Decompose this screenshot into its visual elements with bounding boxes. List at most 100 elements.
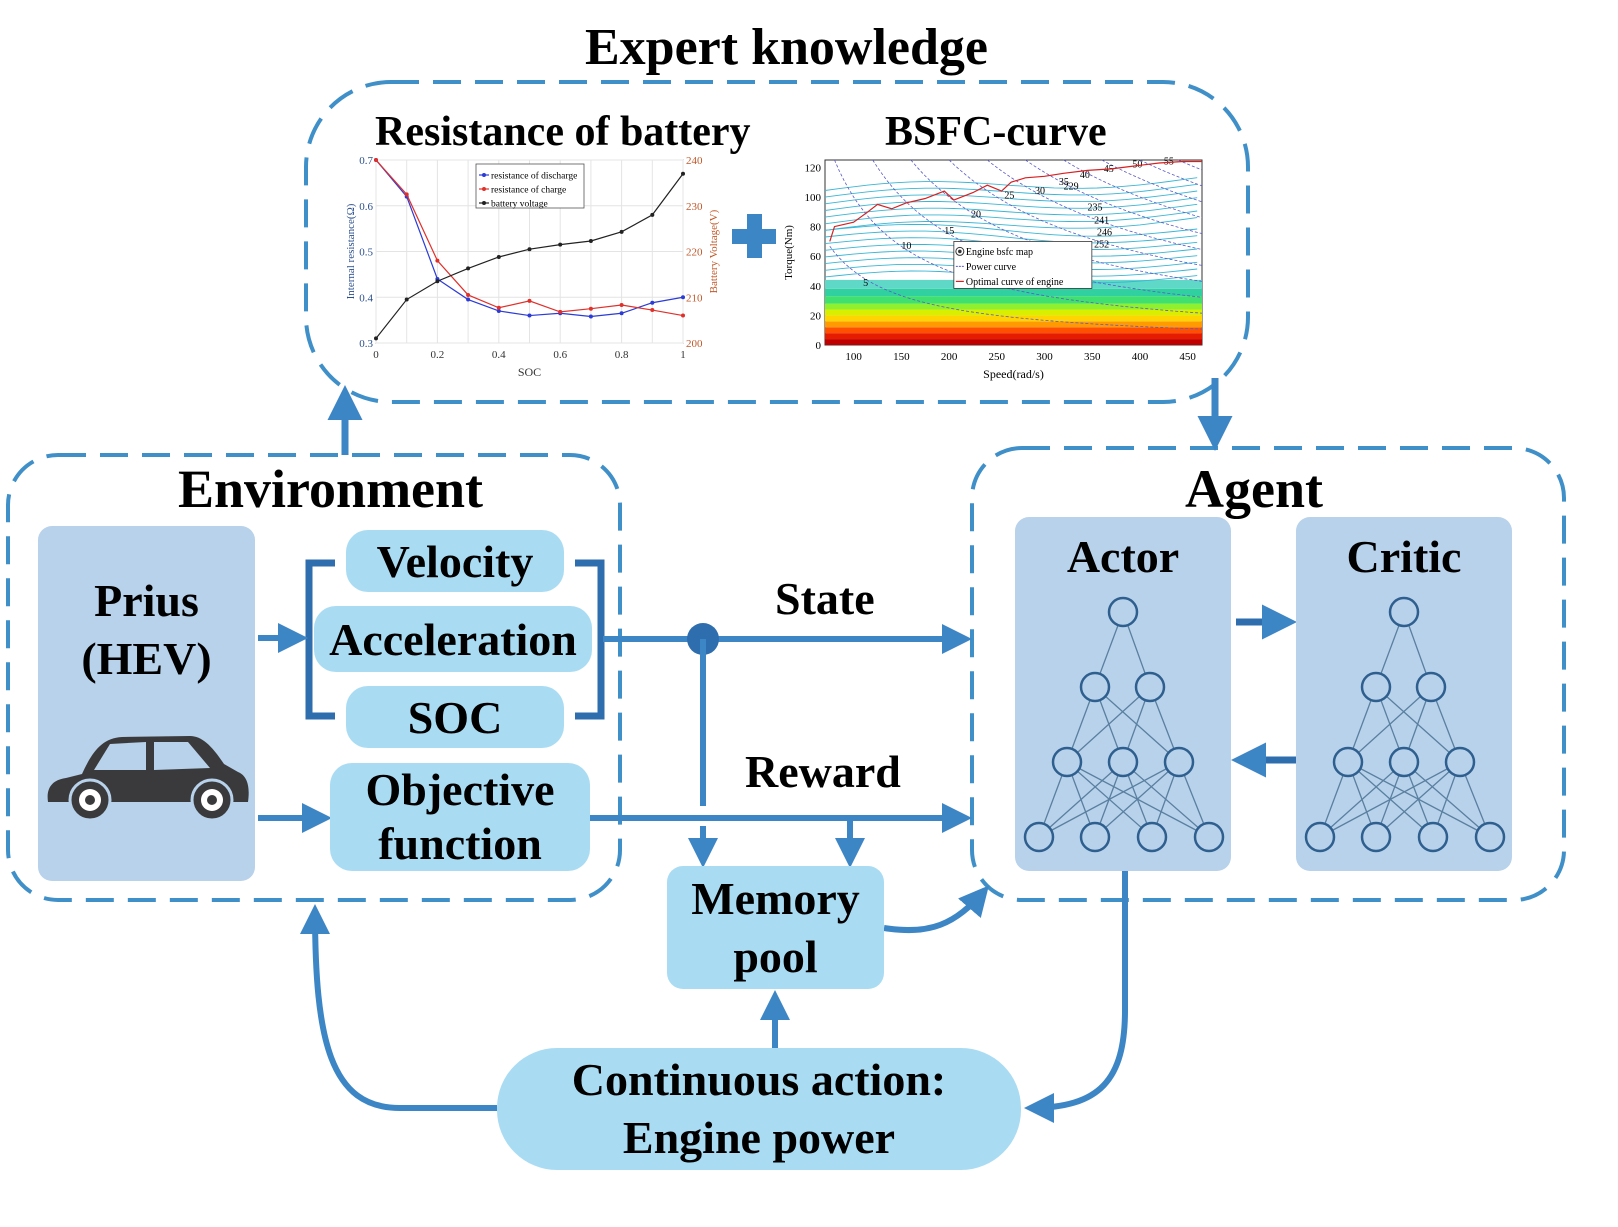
data-point [527,247,532,252]
power-curve-label: 25 [1004,190,1014,201]
data-point [588,314,593,319]
objective-function-box: Objective function [330,763,590,871]
power-curve-label: 15 [944,226,954,237]
data-point [650,300,655,305]
optimal-curve-line [829,160,1202,242]
legend-label: Engine bsfc map [966,247,1033,258]
y-tick-label: 0 [816,340,822,352]
y2-tick-label: 200 [686,338,703,350]
y-tick-label: 80 [810,222,822,234]
power-curve-label: 5 [863,278,868,289]
y-tick-label: 0.5 [359,247,373,259]
x-tick-label: 0.4 [492,349,506,361]
continuous-action-box: Continuous action: Engine power [497,1048,1021,1170]
actor-label: Actor [1066,531,1180,582]
y2-tick-label: 240 [686,155,703,167]
y-tick-label: 0.6 [359,201,373,213]
legend-label: battery voltage [491,200,548,210]
data-point [374,158,378,162]
y-tick-label: 0.7 [359,155,373,167]
power-curve-label: 40 [1080,170,1090,181]
y-tick-label: 0.3 [359,338,373,350]
agent-container [970,446,1566,902]
data-point [496,305,501,310]
data-point [404,192,409,197]
prius-label-line1: Prius [94,575,199,626]
state-label: State [775,573,875,624]
prius-label: Prius (HEV) [38,572,255,688]
data-point [496,254,501,259]
network-edge [1347,686,1432,763]
expert-knowledge-title: Expert knowledge [585,19,988,76]
objective-label-line1: Objective [365,764,555,815]
network-node [1079,821,1111,853]
network-node [1388,746,1420,778]
data-point [466,292,471,297]
y-tick-label: 60 [810,251,822,263]
x-tick-label: 300 [1036,351,1053,363]
y2-tick-label: 220 [686,247,703,259]
network-node [1107,746,1139,778]
acceleration-label: Acceleration [329,613,577,665]
power-curve-label: 30 [1035,186,1045,197]
data-point [650,212,655,217]
x-axis-label: Speed(rad/s) [983,367,1044,381]
bsfc-heat-band [825,288,1202,297]
network-node [1079,671,1111,703]
network-edge [1319,761,1461,838]
legend-label: Optimal curve of engine [966,277,1064,288]
bsfc-contour [824,230,1198,244]
action-label-line1: Continuous action: [571,1054,947,1105]
network-node [1360,821,1392,853]
y-axis-label: Torque(Nm) [783,225,795,280]
data-point [527,298,532,303]
data-point [558,242,563,247]
data-point [466,297,471,302]
x-tick-label: 350 [1084,351,1101,363]
state-bracket-left [305,559,335,720]
bsfc-heat-band [825,339,1202,345]
data-point [681,313,685,318]
y-tick-label: 0.4 [359,292,373,304]
bsfc-contour [824,203,1198,218]
network-node [1360,671,1392,703]
power-curve [910,159,1203,282]
y2-tick-label: 210 [686,292,703,304]
data-point [435,279,440,284]
data-point [466,266,471,271]
x-tick-label: 0 [373,349,379,361]
prius-panel [38,526,255,881]
x-tick-label: 0.8 [615,349,629,361]
network-node [1193,821,1225,853]
data-point [650,308,655,313]
data-point [374,336,378,341]
legend-marker [482,173,486,177]
legend-box [475,163,585,209]
reward-label: Reward [745,746,901,797]
data-point [619,311,624,316]
y2-tick-label: 230 [686,201,703,213]
car-icon [47,736,249,822]
action-to-environment-arrow [300,904,497,1111]
bsfc-contour [824,217,1198,231]
data-point [435,258,440,263]
y-axis-label: Internal resistance(Ω) [345,203,357,299]
data-point [496,308,501,313]
network-node [1474,821,1506,853]
agent-title: Agent [1185,459,1323,519]
x-tick-label: 250 [989,351,1006,363]
critic-network-icon [1304,596,1506,853]
power-curve-label: 50 [1132,159,1142,170]
network-node [1051,746,1083,778]
data-point [588,238,593,243]
data-point [681,295,685,300]
network-node [1415,671,1447,703]
plus-icon [732,214,776,258]
x-tick-label: 0.6 [553,349,567,361]
power-curve [1177,159,1203,171]
network-edge [1094,761,1180,838]
y-tick-label: 20 [810,310,822,322]
power-curve [829,246,1203,330]
network-node [1332,746,1364,778]
bsfc-heat-band [825,303,1202,310]
